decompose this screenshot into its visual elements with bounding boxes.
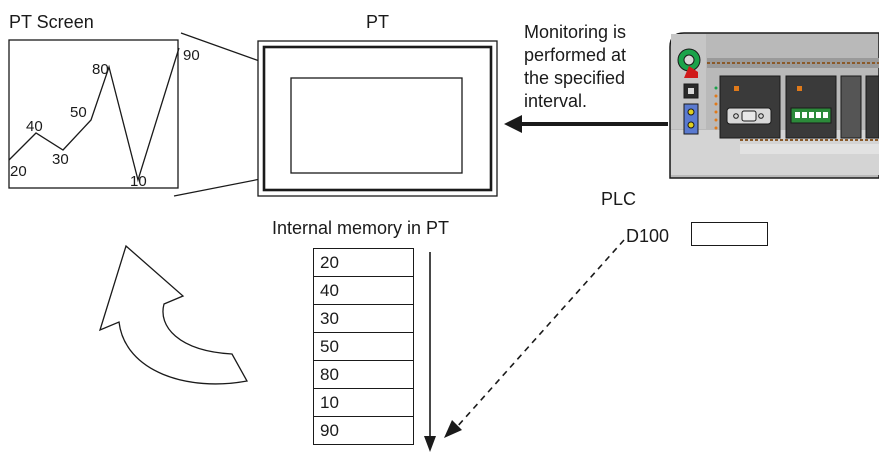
graph-point-label: 10: [130, 173, 147, 190]
monitoring-arrow-head: [504, 115, 522, 133]
d100-register-box: [691, 222, 768, 246]
monitoring-note-line: interval.: [524, 91, 588, 111]
graph-point-label: 50: [70, 104, 87, 121]
graph-point-label: 30: [52, 151, 69, 168]
plc-label: PLC: [601, 189, 637, 209]
memory-cell: 80: [313, 360, 414, 389]
graph-point-label: 40: [26, 118, 43, 135]
memory-cell: 30: [313, 304, 414, 333]
refresh-curved-arrow: [98, 244, 249, 385]
plc-device-illustration: [669, 32, 879, 179]
memory-cell: 10: [313, 388, 414, 417]
d100-transfer-dashed-line: [455, 239, 625, 429]
graph-point-label: 80: [92, 61, 109, 78]
memory-cell: 40: [313, 276, 414, 305]
monitoring-note-line: Monitoring is: [524, 22, 627, 42]
pt-screen-label: PT Screen: [9, 12, 94, 32]
graph-point-label: 90: [183, 47, 200, 64]
graph-point-label: 20: [10, 163, 27, 180]
graph-point-labels: 20 40 30 50 80 10 90: [10, 47, 200, 190]
monitoring-note-line: performed at: [524, 45, 627, 65]
internal-memory-label: Internal memory in PT: [272, 218, 450, 238]
pt-label: PT: [366, 12, 390, 32]
d100-transfer-arrow-head: [444, 420, 462, 438]
memory-cell: 50: [313, 332, 414, 361]
monitoring-note-line: the specified: [524, 68, 626, 88]
d100-label: D100: [626, 226, 670, 246]
pt-display: [290, 77, 463, 174]
graph-polyline: [8, 47, 180, 183]
memory-cell: 20: [313, 248, 414, 277]
monitoring-note: Monitoring is performed at the specified…: [524, 21, 626, 113]
memory-cell: 90: [313, 416, 414, 445]
memory-scan-arrow-head: [424, 436, 436, 452]
